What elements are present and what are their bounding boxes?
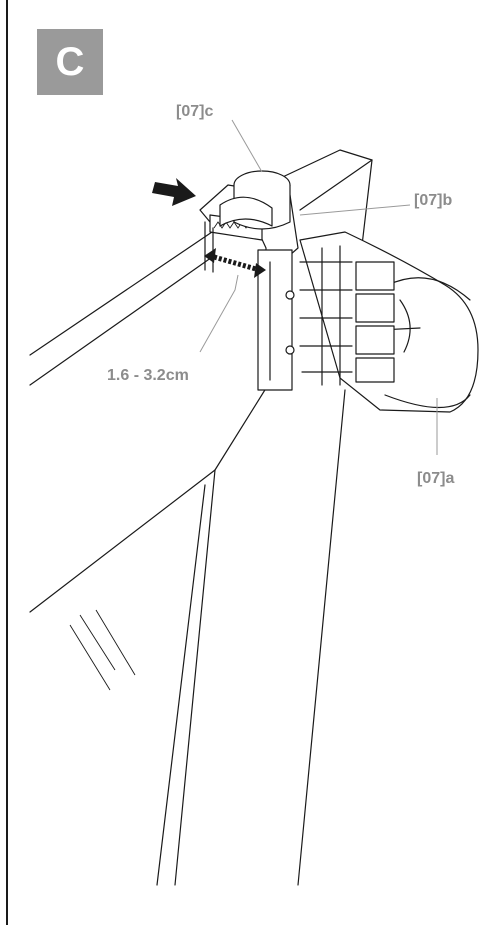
leader-lines <box>199 119 438 455</box>
step-letter: C <box>55 40 85 84</box>
label-07c: [07]c <box>176 103 214 120</box>
wall-bracket-07a <box>299 231 479 413</box>
double-arrow-icon <box>204 248 266 278</box>
label-07a: [07]a <box>417 470 455 487</box>
page-edge-rule <box>6 0 8 925</box>
label-gap-range: 1.6 - 3.2cm <box>107 367 189 384</box>
adjust-knob-07c <box>219 170 291 230</box>
right-arrow-icon <box>152 178 196 206</box>
label-07b: [07]b <box>414 192 453 209</box>
step-badge: C <box>37 29 103 95</box>
